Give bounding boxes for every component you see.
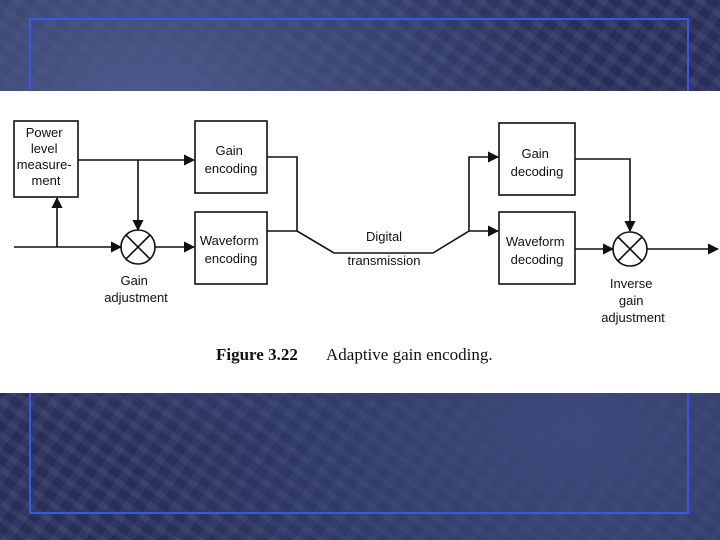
inverse-gain-line-3: adjustment xyxy=(601,310,665,325)
adaptive-gain-encoding-diagram: Power level measure- ment Gain encoding … xyxy=(13,120,720,364)
inverse-gain-line-1: Inverse xyxy=(610,276,653,291)
gain-decoding-block xyxy=(498,122,576,196)
figure-panel: Power level measure- ment Gain encoding … xyxy=(0,91,720,393)
gain-encoding-line-1: Gain xyxy=(215,143,242,158)
gain-decoding-line-2: decoding xyxy=(511,164,564,179)
waveform-decoding-line-2: decoding xyxy=(511,252,564,267)
power-level-measurement-label: Power level measure- ment xyxy=(17,125,76,188)
gain-decoding-line-1: Gain xyxy=(521,146,548,161)
signal-wires xyxy=(14,151,720,255)
gain-encoding-line-2: encoding xyxy=(205,161,258,176)
gain-decoding-label: Gain decoding xyxy=(511,146,564,179)
digital-label: Digital xyxy=(366,229,402,244)
power-label-line-3: measure- xyxy=(17,157,72,172)
waveform-encoding-line-2: encoding xyxy=(205,251,258,266)
power-label-line-2: level xyxy=(31,141,58,156)
power-label-line-4: ment xyxy=(32,173,61,188)
waveform-encoding-block xyxy=(194,211,268,285)
inverse-gain-adjustment-label: Inverse gain adjustment xyxy=(601,276,665,325)
gain-adjustment-line-2: adjustment xyxy=(104,290,168,305)
waveform-decoding-block xyxy=(498,211,576,285)
gain-adjustment-label: Gain adjustment xyxy=(104,273,168,305)
power-level-measurement-block xyxy=(13,120,79,198)
gain-encoding-label: Gain encoding xyxy=(205,143,258,176)
gain-encoding-block xyxy=(194,120,268,194)
waveform-encoding-line-1: Waveform xyxy=(200,233,259,248)
waveform-encoding-label: Waveform encoding xyxy=(200,233,262,266)
waveform-decoding-line-1: Waveform xyxy=(506,234,565,249)
figure-number: Figure 3.22 xyxy=(216,345,298,364)
inverse-gain-line-2: gain xyxy=(619,293,644,308)
inverse-gain-multiplier-symbol xyxy=(612,231,648,267)
gain-adjustment-line-1: Gain xyxy=(120,273,147,288)
transmission-label: transmission xyxy=(348,253,421,268)
gain-multiplier-symbol xyxy=(120,229,156,265)
waveform-decoding-label: Waveform decoding xyxy=(506,234,568,267)
power-label-line-1: Power xyxy=(26,125,64,140)
figure-caption: Adaptive gain encoding. xyxy=(326,345,493,364)
